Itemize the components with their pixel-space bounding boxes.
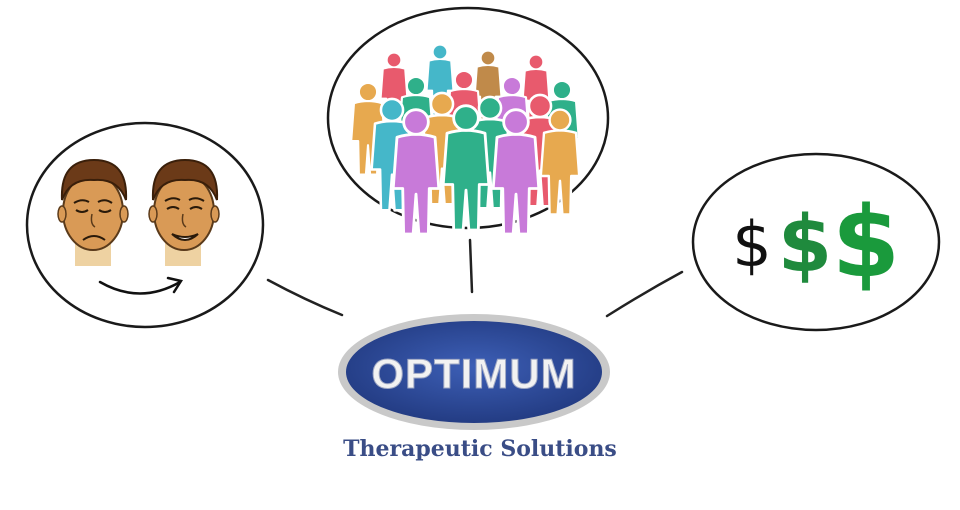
person-figure (441, 104, 491, 232)
person-figure (539, 108, 581, 216)
curved-arrow-icon (98, 276, 184, 295)
bubble-improvement (25, 121, 265, 329)
logo-badge: OPTIMUM (338, 314, 610, 430)
dollar-large-icon: $ (832, 186, 900, 300)
connector-right (605, 270, 684, 318)
happy-face-icon (148, 158, 220, 266)
bubble-outline-right (691, 152, 941, 332)
crowd-icon (350, 44, 581, 236)
sad-face-icon (57, 158, 129, 266)
connector-lines (266, 238, 684, 318)
bubble-outline-left (25, 121, 265, 329)
connector-top (468, 238, 474, 294)
connector-left (266, 278, 344, 317)
bubble-money: $ $ $ (691, 152, 941, 332)
dollar-small-icon: $ (732, 208, 771, 281)
bubble-population (326, 6, 610, 236)
logo-brand-text: OPTIMUM (371, 350, 576, 397)
person-figure (391, 108, 441, 236)
logo-tagline: Therapeutic Solutions (343, 436, 617, 462)
person-figure (491, 108, 541, 236)
dollar-medium-icon: $ (778, 200, 832, 290)
